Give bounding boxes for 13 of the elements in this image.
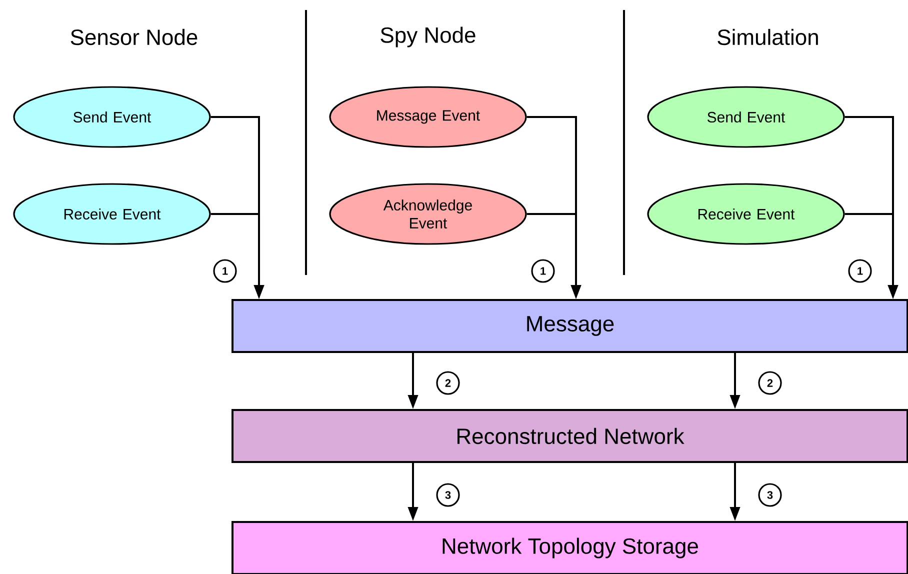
column-heading: Spy Node: [380, 26, 476, 48]
process-bar: Reconstructed Network: [232, 409, 908, 463]
step-number: 3: [758, 483, 782, 507]
column-heading: Simulation: [718, 28, 818, 46]
step-number: 1: [531, 259, 555, 283]
step-number: 2: [758, 371, 782, 395]
process-bar: Network Topology Storage: [232, 521, 908, 574]
step-number: 2: [436, 371, 460, 395]
step-number: 1: [848, 259, 872, 283]
column-heading: Sensor Node: [70, 28, 198, 46]
process-bar: Message: [232, 299, 908, 353]
step-number: 1: [213, 259, 237, 283]
step-number: 3: [436, 483, 460, 507]
